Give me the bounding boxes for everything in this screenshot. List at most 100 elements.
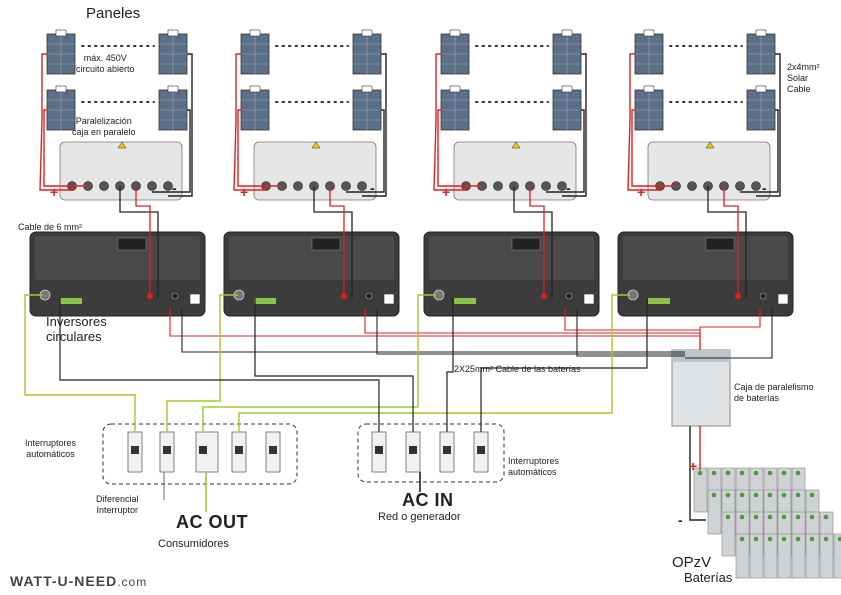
battery-terminal (809, 514, 815, 520)
ac-out-breaker-box (102, 423, 298, 485)
battery-terminal (809, 492, 815, 498)
ac-out-wire (202, 294, 436, 432)
battery-cell (763, 533, 778, 579)
brand-name: WATT-U-NEED (10, 573, 118, 589)
pv-negative-wire (740, 109, 779, 193)
pv-negative-wire (546, 109, 585, 193)
battery-terminal (753, 536, 759, 542)
breaker-lever (375, 446, 383, 454)
battery-cell (735, 533, 750, 579)
cable-gland (735, 181, 745, 191)
pv-positive-wire (43, 109, 88, 187)
dc-terminal (759, 292, 767, 300)
junction-box (249, 85, 261, 93)
junction-box (167, 85, 179, 93)
ac-out-wire (24, 294, 136, 432)
minus-sign: - (678, 512, 683, 528)
pv-negative-wire (152, 109, 191, 193)
grid-label: Red o generador (378, 511, 461, 523)
panels-title: Paneles (86, 5, 141, 22)
pv-negative-wire (346, 109, 385, 193)
battery-terminal (739, 470, 745, 476)
ac-in-wire (446, 298, 454, 432)
junction-box (55, 29, 67, 37)
battery-terminal (795, 492, 801, 498)
battery-terminal (711, 492, 717, 498)
breaker-lever (163, 446, 171, 454)
cable-gland (357, 181, 367, 191)
junction-box (249, 29, 261, 37)
battery-cell (805, 533, 820, 579)
breaker-lever (477, 446, 485, 454)
junction-box (755, 29, 767, 37)
warning-icon (705, 141, 715, 149)
cable-gland (163, 181, 173, 191)
breaker-lever (409, 446, 417, 454)
junction-box (361, 29, 373, 37)
inverter-terminal (254, 298, 276, 304)
inverter-ports (511, 237, 541, 251)
pv-positive-wire (39, 53, 73, 191)
ac-in-label: AC IN (402, 490, 454, 510)
inverter-top (623, 236, 788, 280)
battery-cable-negative (181, 308, 685, 353)
solar-cable-label: 2x4mm² Solar Cable (787, 62, 820, 94)
ac-in-breaker-box (357, 423, 505, 483)
pv-positive-wire (233, 53, 267, 191)
dc-terminal (171, 292, 179, 300)
parallel-box-label: Paralelización caja en paralelo (72, 116, 136, 137)
cable-6mm-label: Cable de 6 mm² (18, 222, 83, 232)
pv-negative-wire (362, 53, 387, 197)
battery-terminal (753, 514, 759, 520)
warning-icon (117, 141, 127, 149)
battery-terminal (781, 536, 787, 542)
battery-terminal (781, 492, 787, 498)
junction-box (755, 85, 767, 93)
cable-gland (557, 181, 567, 191)
battery-box-top (672, 350, 730, 362)
junction-box (643, 85, 655, 93)
differential-label: Diferencial Interruptor (96, 494, 139, 515)
dc-cable-negative (119, 186, 159, 298)
dc-cable-negative (513, 186, 553, 298)
battery-terminal (795, 514, 801, 520)
junction-box (561, 85, 573, 93)
battery-terminal (809, 536, 815, 542)
minus-sign: - (762, 180, 767, 196)
inverter-ports (311, 237, 341, 251)
dc-terminal (565, 292, 573, 300)
battery-cable-negative (576, 308, 685, 357)
battery-terminal (725, 492, 731, 498)
battery-cell (819, 533, 834, 579)
pv-negative-wire (168, 53, 193, 197)
inverter-top (429, 236, 594, 280)
cable-gland (493, 181, 503, 191)
inverters-label: Inversores circulares (46, 314, 107, 344)
pv-positive-wire (433, 53, 467, 191)
batteries-label: Baterías (684, 570, 733, 585)
battery-parallel-box-label: Caja de paralelismo de baterías (734, 382, 814, 403)
battery-terminal (739, 514, 745, 520)
battery-cable-negative (376, 308, 685, 355)
pv-negative-wire (756, 53, 781, 197)
ac-out-wire (166, 294, 238, 432)
dc-cable-positive (723, 186, 739, 298)
battery-terminal (753, 470, 759, 476)
battery-bank-negative (689, 426, 706, 521)
breaker-lever (443, 446, 451, 454)
battery-terminal (823, 514, 829, 520)
breaker-lever (131, 446, 139, 454)
minus-sign: - (370, 180, 375, 196)
battery-terminal (837, 536, 841, 542)
battery-cable-label: 2X25mm² Cable de las baterías (454, 364, 581, 374)
battery-terminal (767, 492, 773, 498)
battery-terminal (767, 536, 773, 542)
inverter-terminal (454, 298, 476, 304)
pv-negative-wire (562, 53, 587, 197)
inverter-top (35, 236, 200, 280)
cable-gland (99, 181, 109, 191)
battery-cell (707, 489, 722, 535)
battery-terminal (781, 514, 787, 520)
battery-terminal (725, 514, 731, 520)
